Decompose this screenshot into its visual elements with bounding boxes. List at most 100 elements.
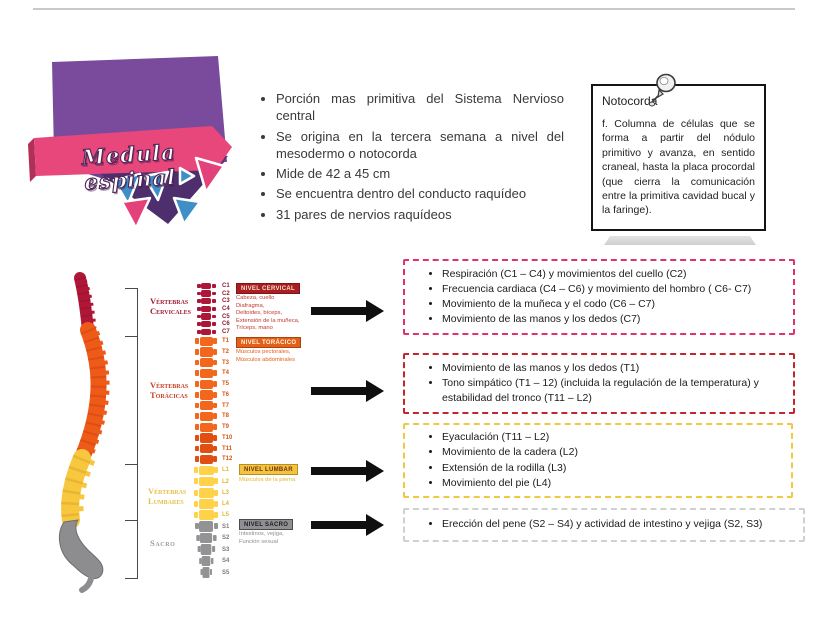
- vertebra-label: T2: [222, 348, 230, 355]
- vertebra-label: C7: [222, 328, 230, 335]
- function-item: Movimiento de la cadera (L2): [442, 445, 781, 460]
- vertebra-row: T10: [193, 433, 253, 444]
- vertebra-row: T6: [193, 390, 253, 401]
- bracket-tick: [125, 336, 138, 337]
- vertebra-row: T9: [193, 422, 253, 433]
- vertebra-label: C4: [222, 305, 230, 312]
- vertebra-label: T5: [222, 381, 230, 388]
- label-vertebras-lumbares: Vértebras Lumbares: [148, 486, 187, 507]
- function-line: Tríceps, mano: [236, 325, 273, 332]
- label-sacro: Sacro: [150, 538, 176, 548]
- function-line: Músculos abdominales: [236, 356, 295, 363]
- vertebra-row: S1: [193, 521, 253, 533]
- vertebra-row: T5: [193, 379, 253, 390]
- function-line: Músculos de la pierna: [239, 477, 296, 483]
- banner-nivel-lumbar: Nivel Lumbar: [239, 464, 298, 475]
- vertebra-label: T1: [222, 338, 230, 345]
- vertebra-label: L2: [222, 478, 230, 485]
- lumbar-functions: Músculos de la pierna: [239, 477, 311, 485]
- vertebra-shape: [195, 379, 217, 389]
- vertebra-shape: [197, 544, 215, 555]
- vertebra-label: C3: [222, 298, 230, 305]
- function-box-lumbar: Eyaculación (T11 – L2)Movimiento de la c…: [403, 423, 793, 498]
- vertebra-label: T7: [222, 402, 230, 409]
- vertebra-row: S2: [193, 532, 253, 544]
- vertebra-row: T1: [193, 336, 253, 347]
- vertebra-shape: [195, 532, 217, 544]
- vertebra-label: T8: [222, 413, 230, 420]
- pushpin-icon: [648, 73, 676, 107]
- vertebra-shape: [195, 411, 217, 422]
- function-box-cervical: Respiración (C1 – C4) y movimientos del …: [403, 259, 795, 335]
- arrow-icon: [311, 380, 385, 402]
- vertebra-shape: [195, 368, 217, 379]
- function-item: Extensión de la rodilla (L3): [442, 461, 781, 476]
- thoracic-functions: Músculos pectorales,Músculos abdominales: [236, 349, 308, 364]
- vertebra-shape: [198, 555, 214, 567]
- label-vertebras-cervicales: Vértebras Cervicales: [150, 296, 191, 317]
- function-line: Extensión de la muñeca,: [236, 317, 300, 324]
- banner-nivel-sacro: Nivel Sacro: [239, 519, 294, 530]
- vertebra-row: C2: [193, 290, 253, 298]
- function-item: Movimiento de las manos y los dedos (C7): [442, 312, 783, 327]
- vertebra-shape: [196, 305, 216, 313]
- bracket-tick: [125, 520, 138, 521]
- notocorda-note: Notocorda f. Columna de células que se f…: [591, 84, 766, 231]
- function-box-list: Movimiento de las manos y los dedos (T1)…: [415, 359, 783, 408]
- vertebra-label: S2: [222, 535, 230, 541]
- vertebra-row: T7: [193, 400, 253, 411]
- function-line: Cabeza, cuello: [236, 295, 275, 301]
- vertebra-shape: [194, 499, 218, 509]
- vertebra-row: S5: [193, 567, 253, 579]
- vertebra-row: L2: [193, 476, 253, 487]
- vertebra-label: L5: [222, 512, 230, 519]
- intro-bullet-item: Se encuentra dentro del conducto raquíde…: [276, 185, 564, 202]
- cervical-segment: C1 C2 C3 C4 C5 C6 C7: [193, 282, 253, 336]
- sacral-functions: Intestinos, vejiga,Función sexual: [239, 531, 311, 546]
- note-body: f. Columna de células que se forma a par…: [602, 118, 755, 217]
- function-item: Movimiento de la muñeca y el codo (C6 – …: [442, 297, 783, 312]
- function-line: Músculos pectorales,: [236, 349, 291, 355]
- vertebra-shape: [194, 476, 218, 487]
- vertebra-shape: [195, 336, 217, 346]
- vertebra-label: C1: [222, 282, 230, 289]
- function-item: Eyaculación (T11 – L2): [442, 430, 781, 445]
- vertebra-shape: [195, 358, 217, 368]
- vertebra-row: C4: [193, 305, 253, 313]
- vertebra-row: C5: [193, 313, 253, 321]
- lateral-spine-illustration: [58, 272, 110, 593]
- vertebra-label: C2: [222, 290, 230, 297]
- vertebra-label: T10: [222, 434, 233, 441]
- arrow-icon: [311, 300, 385, 322]
- vertebra-shape: [194, 465, 218, 476]
- arrow-icon: [311, 460, 385, 482]
- vertebra-label: C5: [222, 313, 230, 320]
- vertebra-shape: [194, 510, 218, 521]
- vertebra-label: T4: [222, 370, 230, 377]
- function-line: Función sexual: [239, 538, 278, 545]
- vertebra-row: S3: [193, 544, 253, 556]
- sacral-segment: S1 S2 S3 S4 S5: [193, 521, 253, 579]
- function-line: Intestinos, vejiga,: [239, 531, 284, 537]
- intro-bullet-item: 31 pares de nervios raquídeos: [276, 206, 564, 223]
- vertebra-row: L4: [193, 498, 253, 509]
- function-item: Erección del pene (S2 – S4) y actividad …: [442, 517, 793, 532]
- vertebra-row: T11: [193, 443, 253, 454]
- vertebra-row: T3: [193, 357, 253, 368]
- vertebra-row: L1: [193, 465, 253, 476]
- bracket-tick: [125, 288, 138, 289]
- banner-nivel-toracico: Nivel Torácico: [236, 337, 302, 348]
- function-box-sacral: Erección del pene (S2 – S4) y actividad …: [403, 508, 805, 542]
- vertebral-column-schematic: C1 C2 C3 C4 C5 C6 C7 T1: [193, 282, 253, 578]
- vertebra-shape: [195, 454, 217, 465]
- vertebra-shape: [194, 521, 218, 532]
- arrow-icon: [311, 514, 385, 536]
- intro-bullet-item: Porción mas primitiva del Sistema Nervio…: [276, 90, 564, 125]
- label-vertebras-toracicas: Vértebras Torácicas: [150, 380, 189, 401]
- function-item: Frecuencia cardiaca (C4 – C6) y movimien…: [442, 282, 783, 297]
- note-title: Notocorda: [602, 94, 658, 108]
- function-box-thoracic: Movimiento de las manos y los dedos (T1)…: [403, 353, 795, 414]
- vertebra-label: T9: [222, 424, 230, 431]
